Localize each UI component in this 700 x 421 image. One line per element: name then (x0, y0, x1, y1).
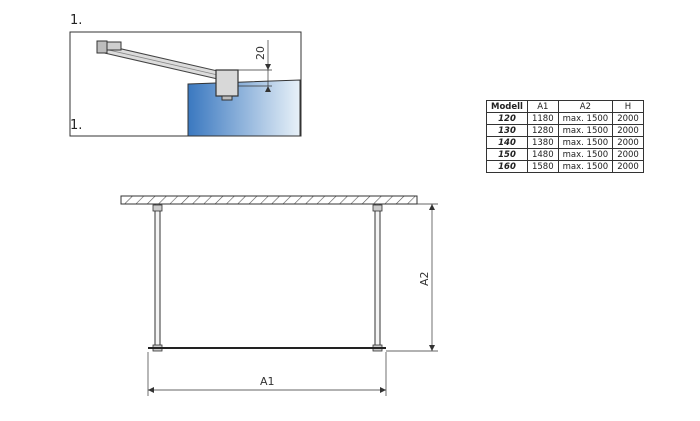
dimension-20-label: 20 (254, 46, 267, 60)
detail-frame (69, 31, 302, 137)
right-rod (374, 203, 381, 350)
a2-cell: max. 1500 (557, 124, 614, 137)
header-h: H (612, 100, 644, 113)
left-rod (154, 203, 161, 350)
h-cell: 2000 (612, 136, 644, 149)
h-cell: 2000 (612, 124, 644, 137)
h-cell: 2000 (612, 112, 644, 125)
a2-cell: max. 1500 (557, 148, 614, 161)
table-row: 150 1480 max. 1500 2000 (486, 148, 644, 161)
header-a2: A2 (557, 100, 614, 113)
model-cell: 140 (486, 136, 528, 149)
a1-cell: 1280 (526, 124, 559, 137)
step-label-bottom: 1. (70, 118, 83, 133)
a1-cell: 1480 (526, 148, 559, 161)
model-cell: 160 (486, 160, 528, 173)
table-row: 160 1580 max. 1500 2000 (486, 160, 644, 173)
specification-table: Modell A1 A2 H 120 1180 max. 1500 2000 1… (486, 100, 644, 173)
header-model: Modell (486, 100, 528, 113)
a2-cell: max. 1500 (557, 112, 614, 125)
table-row: 140 1380 max. 1500 2000 (486, 136, 644, 149)
table-row: 120 1180 max. 1500 2000 (486, 112, 644, 125)
a2-cell: max. 1500 (557, 160, 614, 173)
a1-cell: 1380 (526, 136, 559, 149)
model-cell: 150 (486, 148, 528, 161)
h-cell: 2000 (612, 148, 644, 161)
header-a1: A1 (526, 100, 559, 113)
dimension-a2-label: A2 (418, 271, 431, 286)
model-cell: 120 (486, 112, 528, 125)
a1-cell: 1580 (526, 160, 559, 173)
model-cell: 130 (486, 124, 528, 137)
a1-cell: 1180 (526, 112, 559, 125)
h-cell: 2000 (612, 160, 644, 173)
table-row: 130 1280 max. 1500 2000 (486, 124, 644, 137)
ceiling-hatch (120, 195, 418, 205)
table-header-row: Modell A1 A2 H (486, 100, 644, 113)
step-label-top: 1. (70, 13, 83, 28)
dimension-a1-label: A1 (260, 375, 275, 388)
a2-cell: max. 1500 (557, 136, 614, 149)
